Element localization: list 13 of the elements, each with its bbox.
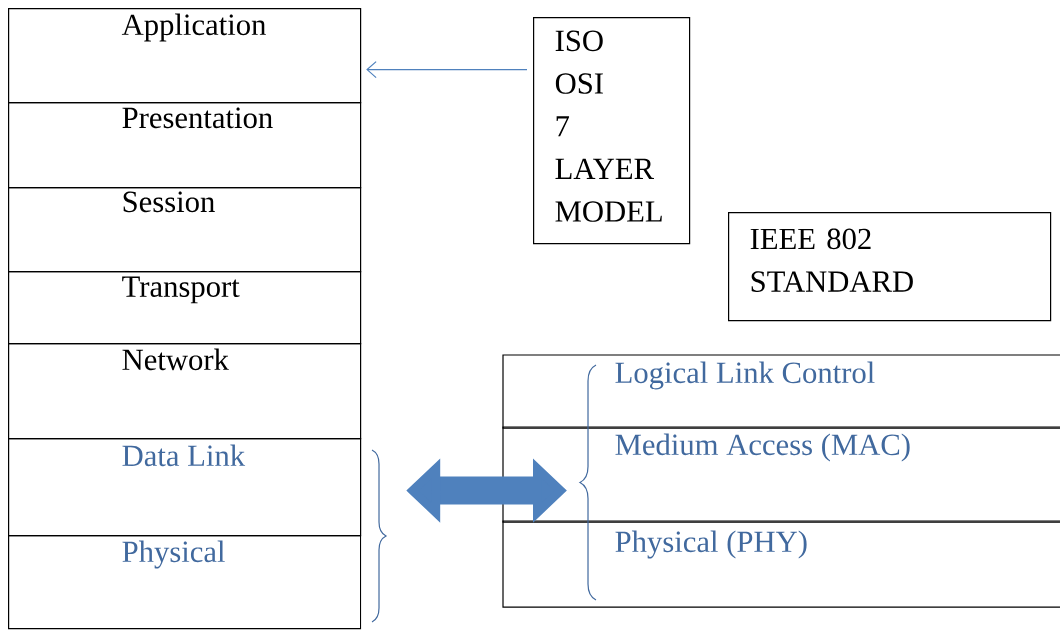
layer-box: Network xyxy=(8,343,362,440)
layer-box: Application xyxy=(8,8,362,104)
label-box: ISO OSI 7 LAYER MODEL xyxy=(533,17,691,245)
layer-box: Presentation xyxy=(8,102,362,189)
layer-box: Data Link xyxy=(8,438,362,537)
layer-box: Physical xyxy=(8,535,362,630)
layer-box: Medium Access (MAC) xyxy=(502,426,1060,523)
layer-box: Session xyxy=(8,187,362,273)
arrow xyxy=(366,61,528,79)
label-box: IEEE 802 STANDARD xyxy=(728,212,1052,322)
layer-box: Logical Link Control xyxy=(502,354,1060,429)
layer-box: Physical (PHY) xyxy=(502,520,1060,608)
layer-box: Transport xyxy=(8,271,362,345)
